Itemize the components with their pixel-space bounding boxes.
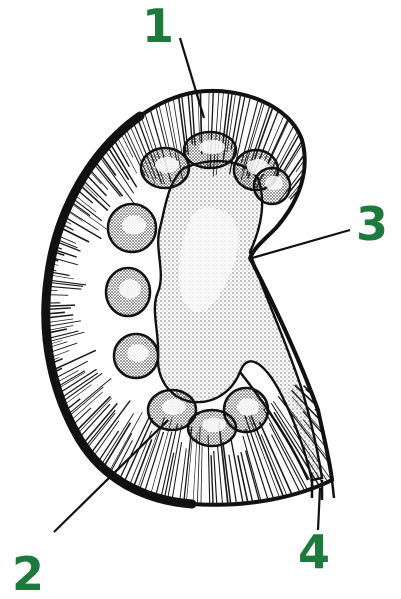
cortex-striation <box>333 392 400 440</box>
cortex-striation <box>332 340 401 372</box>
calyx-highlight <box>265 176 283 190</box>
cortex-striation <box>358 266 401 278</box>
cortex-striation <box>325 368 401 419</box>
label-2: 2 <box>12 547 44 599</box>
cortex-striation <box>319 352 401 399</box>
label-3: 3 <box>356 197 388 251</box>
calyx-highlight <box>155 157 179 173</box>
cortex-striation <box>344 261 401 277</box>
cortex-striation <box>45 121 101 184</box>
cortex-striation <box>337 339 401 368</box>
cortex-striation <box>360 308 401 312</box>
calyx-highlight <box>122 215 146 234</box>
label-1: 1 <box>142 0 174 53</box>
leader-line-4 <box>318 488 320 530</box>
cortex-striation <box>336 311 401 320</box>
cortex-striation <box>331 290 401 295</box>
calyx-highlight <box>127 344 149 362</box>
cortex-striation <box>322 364 401 416</box>
cortex-striation <box>332 273 401 286</box>
cortex-striation <box>352 257 401 273</box>
cortex-striation <box>330 353 401 393</box>
calyx-highlight <box>119 279 141 298</box>
cortex-striation <box>347 301 401 302</box>
cortex-striation <box>314 138 382 200</box>
cortex-striation <box>312 130 374 192</box>
cortex-striation <box>332 343 401 377</box>
cortex-striation <box>346 297 401 298</box>
calyx-highlight <box>237 398 259 416</box>
cortex-striation <box>327 314 401 327</box>
cortex-striation <box>343 322 401 338</box>
calyx-highlight <box>202 418 226 432</box>
cortex-striation <box>331 383 401 432</box>
cortex-striation <box>323 371 401 424</box>
cortex-striation <box>343 304 401 307</box>
cortex-striation <box>317 353 401 403</box>
cortex-striation <box>340 327 401 347</box>
cortex-striation <box>351 318 401 330</box>
cortex-striation <box>332 380 401 428</box>
calyx-highlight <box>162 399 186 415</box>
cortex-striation <box>338 330 401 353</box>
cortex-striation <box>325 251 401 275</box>
cortex-striation <box>360 327 401 341</box>
cortex-striation <box>318 141 385 200</box>
cortex-striation <box>322 387 398 444</box>
cortex-striation <box>341 283 401 290</box>
cortex-striation <box>0 199 61 233</box>
cortex-striation <box>336 366 401 408</box>
label-4: 4 <box>298 525 330 579</box>
cortex-striation <box>361 279 401 286</box>
calyx-highlight <box>199 140 225 154</box>
cortex-striation <box>307 123 367 189</box>
cortex-striation <box>334 352 401 390</box>
cortex-striation <box>323 147 390 203</box>
cortex-striation <box>353 352 401 380</box>
cortex-striation <box>332 333 401 361</box>
